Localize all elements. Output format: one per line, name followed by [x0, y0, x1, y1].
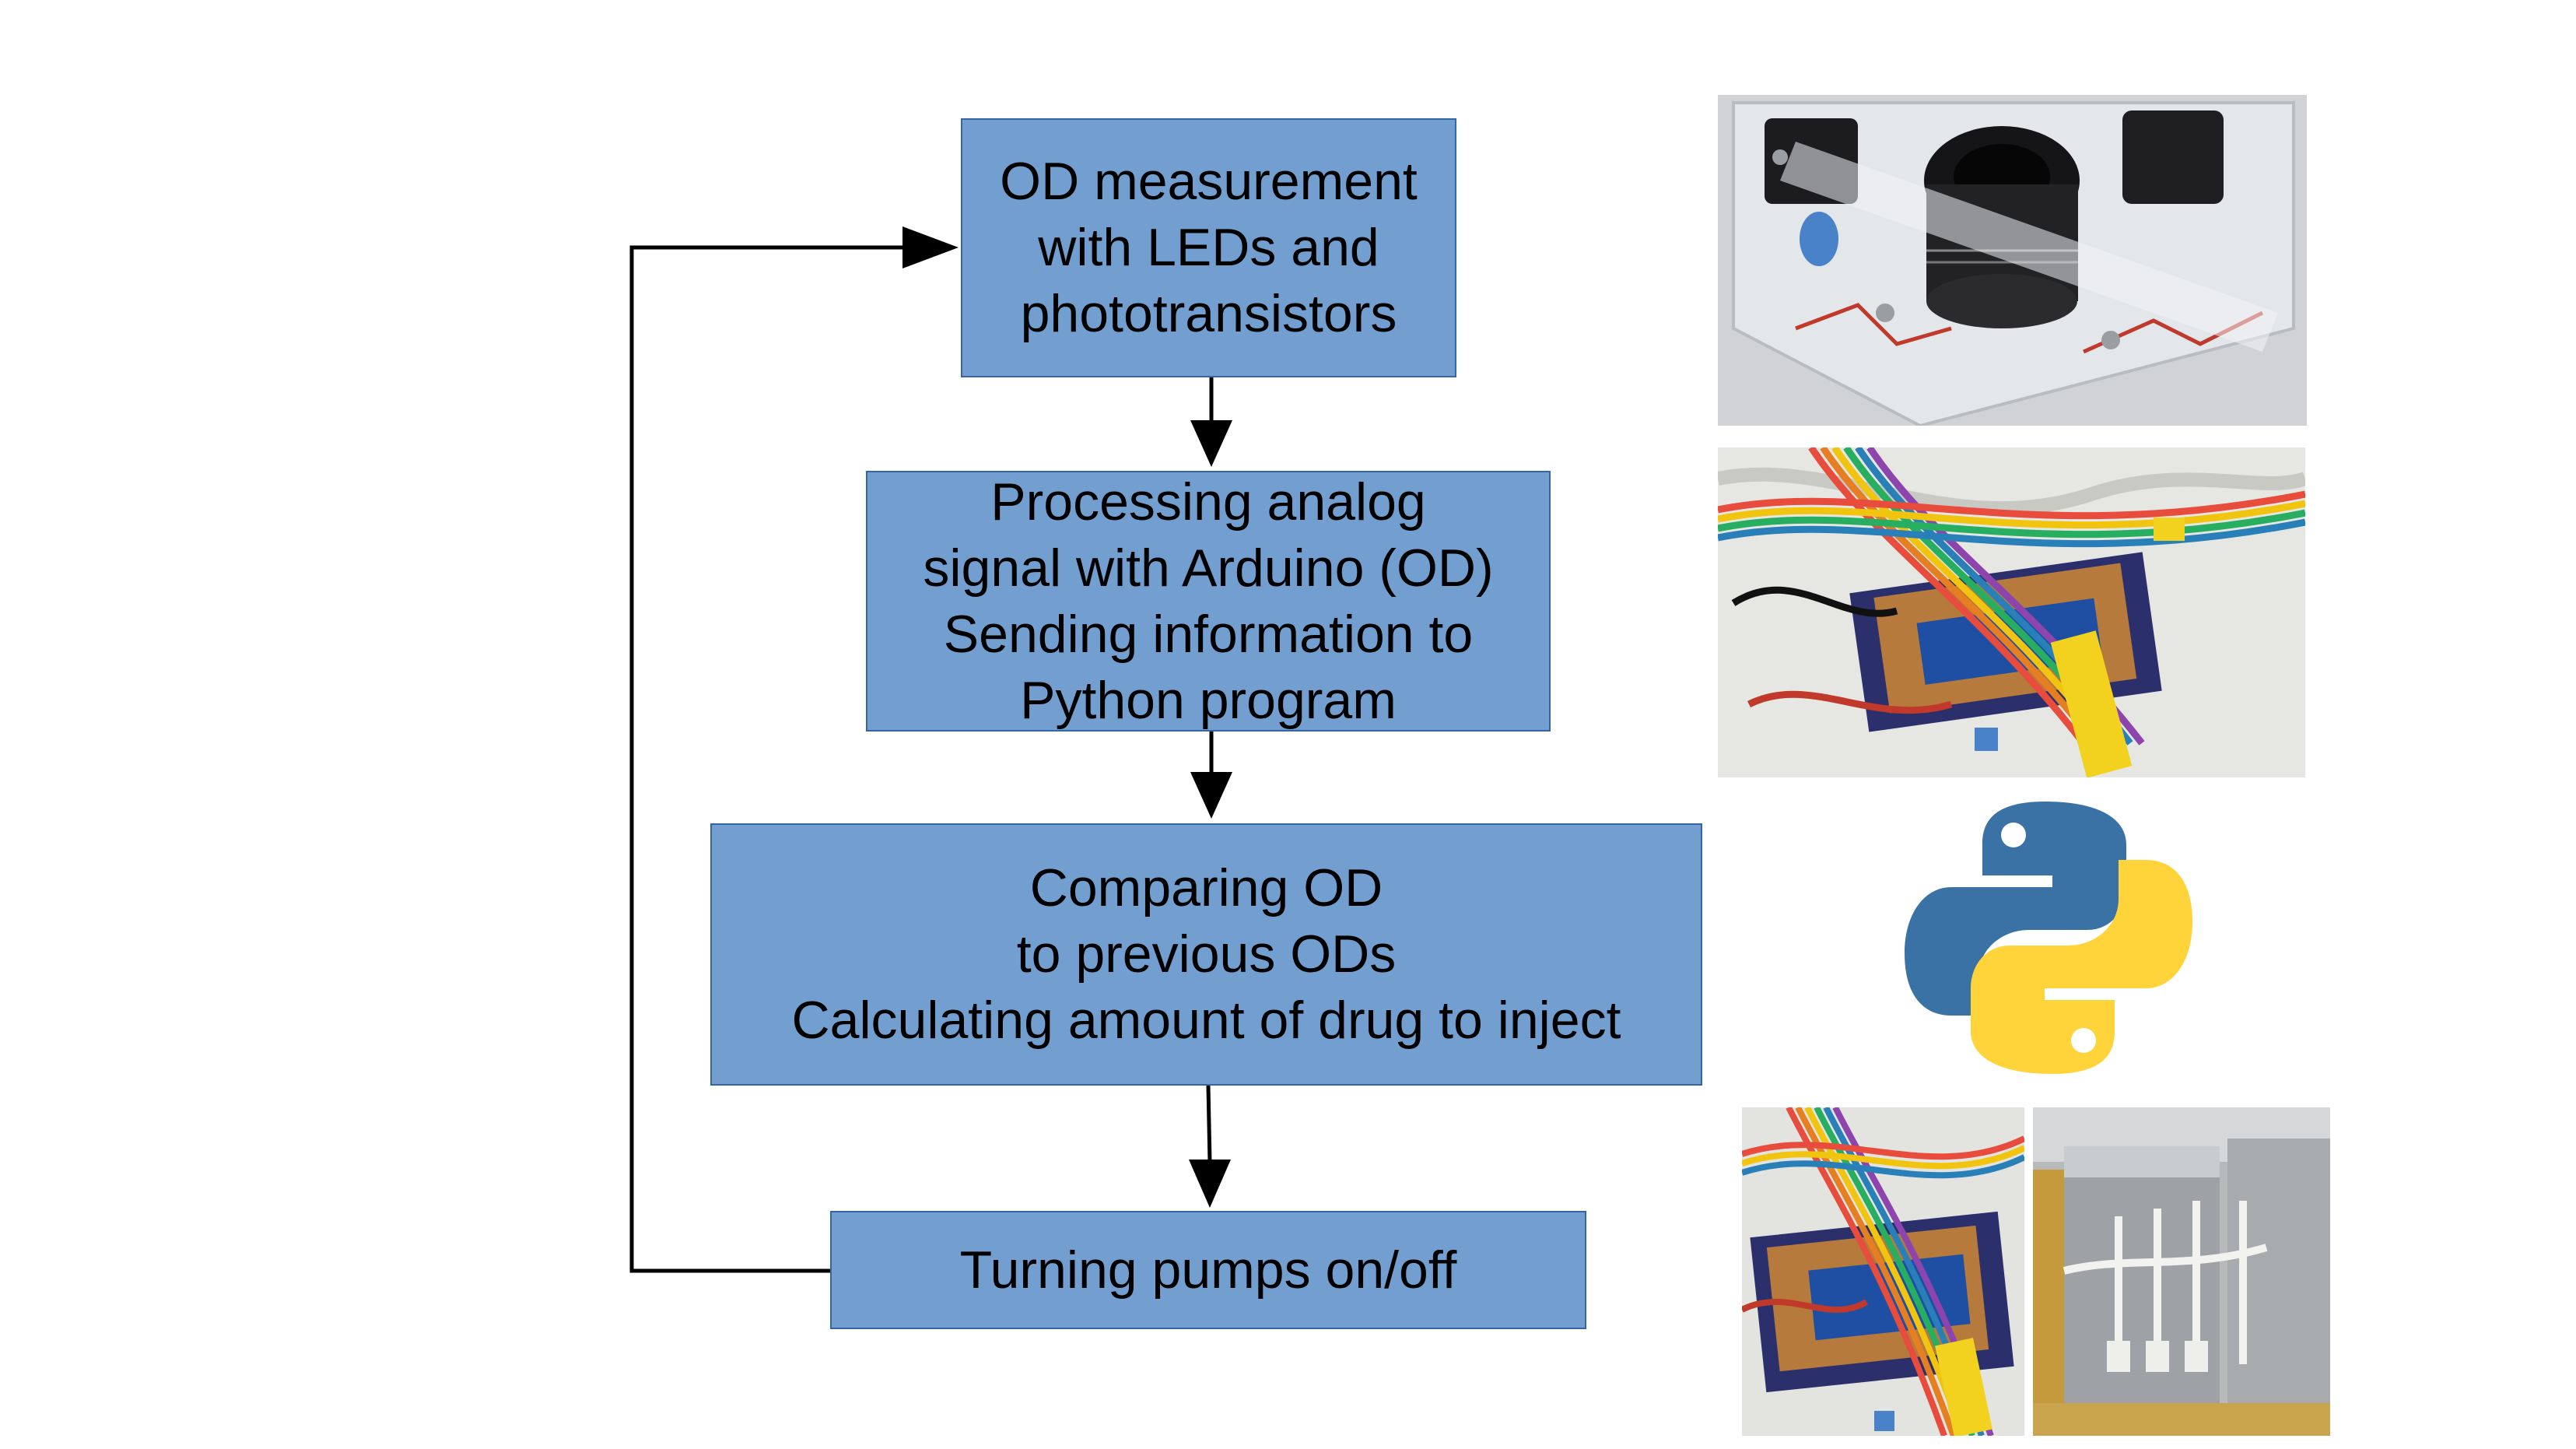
step-pumps: Turning pumps on/off [830, 1211, 1586, 1329]
arrowhead-step3 [1190, 772, 1232, 819]
arduino-board-photo [1718, 447, 2305, 777]
step-line: with LEDs and [1038, 218, 1379, 277]
step-od-measurement: OD measurement with LEDs and phototransi… [961, 118, 1456, 377]
step-line: Python program [1020, 670, 1397, 730]
arrowhead-step2 [1190, 420, 1232, 467]
arduino-board-photo-small [1742, 1107, 2024, 1436]
step-line: Comparing OD [1029, 858, 1383, 917]
arrowhead-step4 [1189, 1160, 1231, 1208]
step-arduino-processing: Processing analog signal with Arduino (O… [866, 471, 1551, 732]
step-line: Processing analog [990, 472, 1426, 532]
step-line: to previous ODs [1016, 924, 1397, 984]
step-line: phototransistors [1020, 284, 1397, 343]
arrow-step3-to-step4 [1206, 1085, 1212, 1163]
step-python-compare: Comparing OD to previous ODs Calculating… [710, 823, 1702, 1086]
pumps-photo [2033, 1107, 2330, 1436]
step-line: signal with Arduino (OD) [923, 538, 1494, 598]
step-line: Sending information to [943, 604, 1474, 664]
od-measurement-device-photo [1718, 95, 2307, 426]
step-line: Turning pumps on/off [959, 1240, 1457, 1300]
feedback-loop-line [629, 245, 910, 1273]
step-line: Calculating amount of drug to inject [791, 991, 1621, 1050]
step-line: OD measurement [1000, 152, 1418, 211]
python-logo [1905, 798, 2192, 1078]
arrowhead-loop [902, 226, 959, 268]
